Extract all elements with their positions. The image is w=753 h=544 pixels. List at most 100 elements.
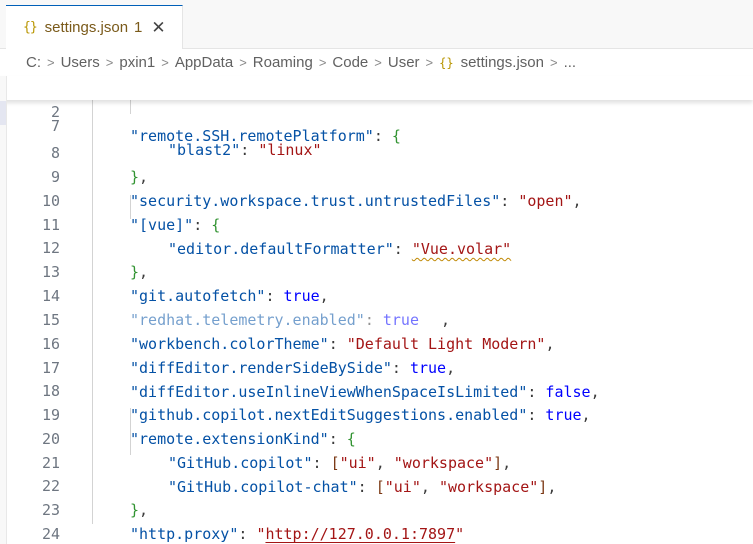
open-bracket: [ xyxy=(375,478,385,496)
colon: : xyxy=(240,141,259,159)
indent-guide xyxy=(130,408,131,455)
line-number: 20 xyxy=(41,430,60,448)
json-value: true xyxy=(283,287,320,305)
open-brace: { xyxy=(211,216,221,234)
close-brace: } xyxy=(130,168,140,186)
line-number: 17 xyxy=(41,359,60,377)
chevron-right-icon: > xyxy=(105,55,114,70)
json-key: "git.autofetch" xyxy=(130,287,266,305)
tab-label: settings.json xyxy=(44,19,129,36)
array-value: "workspace" xyxy=(438,478,539,496)
colon: : xyxy=(328,430,347,448)
breadcrumb-item-file[interactable]: settings.json xyxy=(460,54,544,71)
colon: : xyxy=(391,359,410,377)
line-number: 22 xyxy=(41,477,60,495)
code-line: 24 } xyxy=(0,498,753,543)
json-key: "security.workspace.trust.untrustedFiles… xyxy=(130,192,501,210)
close-icon[interactable]: ✕ xyxy=(151,18,166,37)
chevron-right-icon: > xyxy=(374,55,382,70)
json-value: false xyxy=(545,383,591,401)
close-brace: } xyxy=(130,263,140,281)
json-key: "remote.SSH.remotePlatform" xyxy=(130,127,374,145)
code-line: 19 "remote.extensionKind": { xyxy=(0,379,753,448)
json-value: true xyxy=(545,406,582,424)
breadcrumb-item-users[interactable]: Users xyxy=(60,54,100,71)
breadcrumb-item-roaming[interactable]: Roaming xyxy=(252,54,313,71)
close-brace: } xyxy=(130,501,140,519)
comma: , xyxy=(319,287,329,305)
comma: , xyxy=(446,359,456,377)
json-file-icon: {} xyxy=(439,55,454,70)
comma: , xyxy=(545,335,555,353)
json-key: "redhat.telemetry.enabled" xyxy=(130,311,365,329)
code-line: 7 "blast2": "linux" xyxy=(0,90,753,159)
colon: : xyxy=(328,335,347,353)
indent-guide xyxy=(92,100,93,524)
json-key: "[vue]" xyxy=(130,216,194,234)
code-line: 21 "GitHub.copilot-chat": ["ui", "worksp… xyxy=(0,427,753,496)
comma: , xyxy=(420,478,439,496)
breadcrumb-item-user-folder[interactable]: pxin1 xyxy=(119,54,156,71)
array-value: "ui" xyxy=(384,478,421,496)
json-key: "blast2" xyxy=(168,141,241,159)
colon: : xyxy=(527,406,546,424)
code-line: 14 "redhat.telemetry.enabled": true, xyxy=(0,260,753,329)
line-number: 15 xyxy=(41,311,60,329)
line-number: 13 xyxy=(41,263,60,281)
breadcrumb-item-code[interactable]: Code xyxy=(332,54,369,71)
breadcrumb-item-appdata[interactable]: AppData xyxy=(174,54,234,71)
line-number: 21 xyxy=(41,454,60,472)
comma: , xyxy=(502,454,512,472)
json-value-warning[interactable]: "Vue.volar" xyxy=(411,240,512,258)
code-line: 10 "[vue]": { xyxy=(0,165,753,234)
comma: , xyxy=(375,454,394,472)
code-line: 13 "git.autofetch": true, xyxy=(0,236,753,305)
line-number: 7 xyxy=(50,117,60,135)
chevron-right-icon: > xyxy=(425,55,434,70)
breadcrumb-item-user[interactable]: User xyxy=(387,54,420,71)
colon: : xyxy=(357,478,376,496)
line-number: 16 xyxy=(41,335,60,353)
line-number: 23 xyxy=(41,501,60,519)
code-line: 8 }, xyxy=(0,117,753,186)
comma: , xyxy=(572,192,582,210)
breadcrumb-item-drive[interactable]: C: xyxy=(26,54,41,71)
line-number: 11 xyxy=(41,216,60,234)
chevron-right-icon: > xyxy=(161,55,169,70)
json-key: "GitHub.copilot-chat" xyxy=(168,478,358,496)
line-number: 2 xyxy=(50,103,60,121)
json-key: "diffEditor.renderSideBySide" xyxy=(130,359,392,377)
breadcrumb-more[interactable]: ... xyxy=(563,54,577,71)
code-line: 18 "github.copilot.nextEditSuggestions.e… xyxy=(0,355,753,424)
chevron-right-icon: > xyxy=(549,55,558,70)
indent-guide xyxy=(130,100,131,114)
colon: : xyxy=(364,311,383,329)
code-line: 11 "editor.defaultFormatter": "Vue.volar… xyxy=(0,189,753,258)
comma: , xyxy=(590,383,600,401)
json-value: true xyxy=(409,359,447,377)
tab-settings-json[interactable]: {} settings.json 1 ✕ xyxy=(6,5,183,49)
code-line: 23 "http.proxy": "http://127.0.0.1:7897" xyxy=(0,474,753,543)
comma: , xyxy=(581,406,591,424)
comma: , xyxy=(139,263,149,281)
line-number: 8 xyxy=(50,144,60,162)
comma: , xyxy=(441,311,451,329)
json-key: "http.proxy" xyxy=(130,525,239,543)
json-value: "open" xyxy=(518,192,573,210)
proxy-url-link[interactable]: http://127.0.0.1:7897 xyxy=(265,525,456,543)
chevron-right-icon: > xyxy=(47,55,55,70)
open-brace: { xyxy=(346,430,356,448)
line-number: 14 xyxy=(41,287,60,305)
activity-edge xyxy=(0,76,7,544)
code-editor[interactable]: 7 "blast2": "linux" 8 }, 9 "security.wor… xyxy=(0,76,753,544)
array-value: "ui" xyxy=(339,454,376,472)
code-line: 17 "diffEditor.useInlineViewWhenSpaceIsL… xyxy=(0,332,753,401)
sticky-scroll[interactable]: 2 "remote.SSH.remotePlatform": { xyxy=(0,76,753,145)
quote: " xyxy=(455,525,465,543)
colon: : xyxy=(527,383,546,401)
chevron-right-icon: > xyxy=(239,55,247,70)
quote: " xyxy=(256,525,266,543)
array-value: "workspace" xyxy=(393,454,494,472)
chevron-right-icon: > xyxy=(318,55,327,70)
line-number: 19 xyxy=(41,406,60,424)
